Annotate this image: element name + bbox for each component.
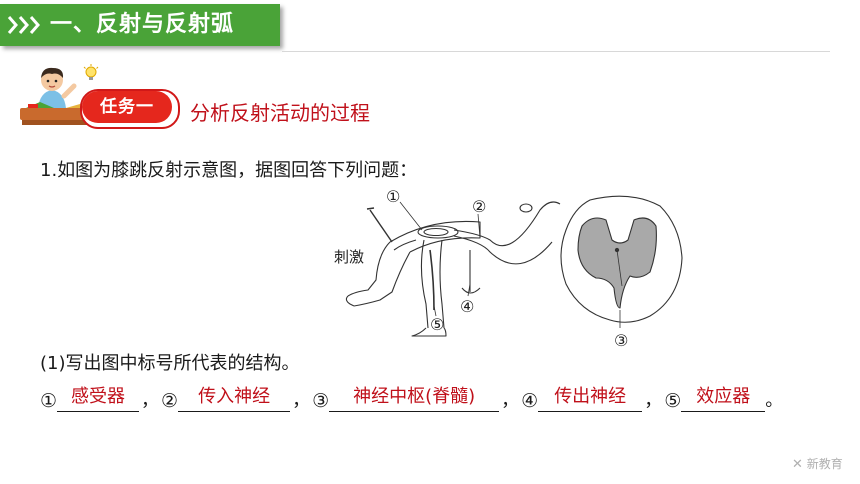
separator: ， [501, 390, 520, 411]
question-text: 1.如图为膝跳反射示意图，据图回答下列问题： [40, 160, 418, 181]
answer-number-3: ③ [312, 390, 330, 412]
chevron-right-icon [7, 16, 40, 34]
sub-question-text: (1)写出图中标号所代表的结构。 [40, 353, 300, 374]
answer-blank-2[interactable]: 传入神经 [178, 384, 291, 412]
task-badge: 任务一 [82, 91, 172, 123]
marker-2: ② [472, 197, 486, 216]
answer-number-5: ⑤ [664, 390, 682, 412]
section-header: 一、反射与反射弧 [0, 4, 280, 46]
answer-number-1: ① [40, 390, 58, 412]
separator: ， [644, 390, 663, 411]
marker-1: ① [386, 187, 400, 206]
knee-jerk-reflex-diagram: 刺激 ① ② ③ ④ ⑤ [334, 187, 683, 348]
header-divider [282, 51, 830, 52]
answer-blank-1[interactable]: 感受器 [57, 384, 140, 412]
lightbulb-icon [83, 64, 99, 80]
section-title: 一、反射与反射弧 [50, 12, 235, 37]
answer-blank-5[interactable]: 效应器 [681, 384, 766, 412]
separator: ， [292, 390, 311, 411]
answer-number-4: ④ [521, 390, 539, 412]
separator: ， [141, 390, 160, 411]
marker-5: ⑤ [430, 315, 444, 334]
marker-4: ④ [460, 297, 474, 316]
answer-row: ① 感受器 ， ② 传入神经 ， ③ 神经中枢(脊髓) ， ④ 传出神经 ， ⑤… [40, 378, 783, 412]
watermark: ✕ 新教育 [792, 457, 843, 472]
marker-3: ③ [614, 331, 628, 348]
answer-blank-3[interactable]: 神经中枢(脊髓) [329, 384, 500, 412]
task-title: 分析反射活动的过程 [190, 101, 370, 125]
stimulus-label: 刺激 [334, 249, 364, 266]
sentence-period: 。 [765, 390, 784, 411]
answer-number-2: ② [161, 390, 179, 412]
answer-blank-4[interactable]: 传出神经 [538, 384, 643, 412]
